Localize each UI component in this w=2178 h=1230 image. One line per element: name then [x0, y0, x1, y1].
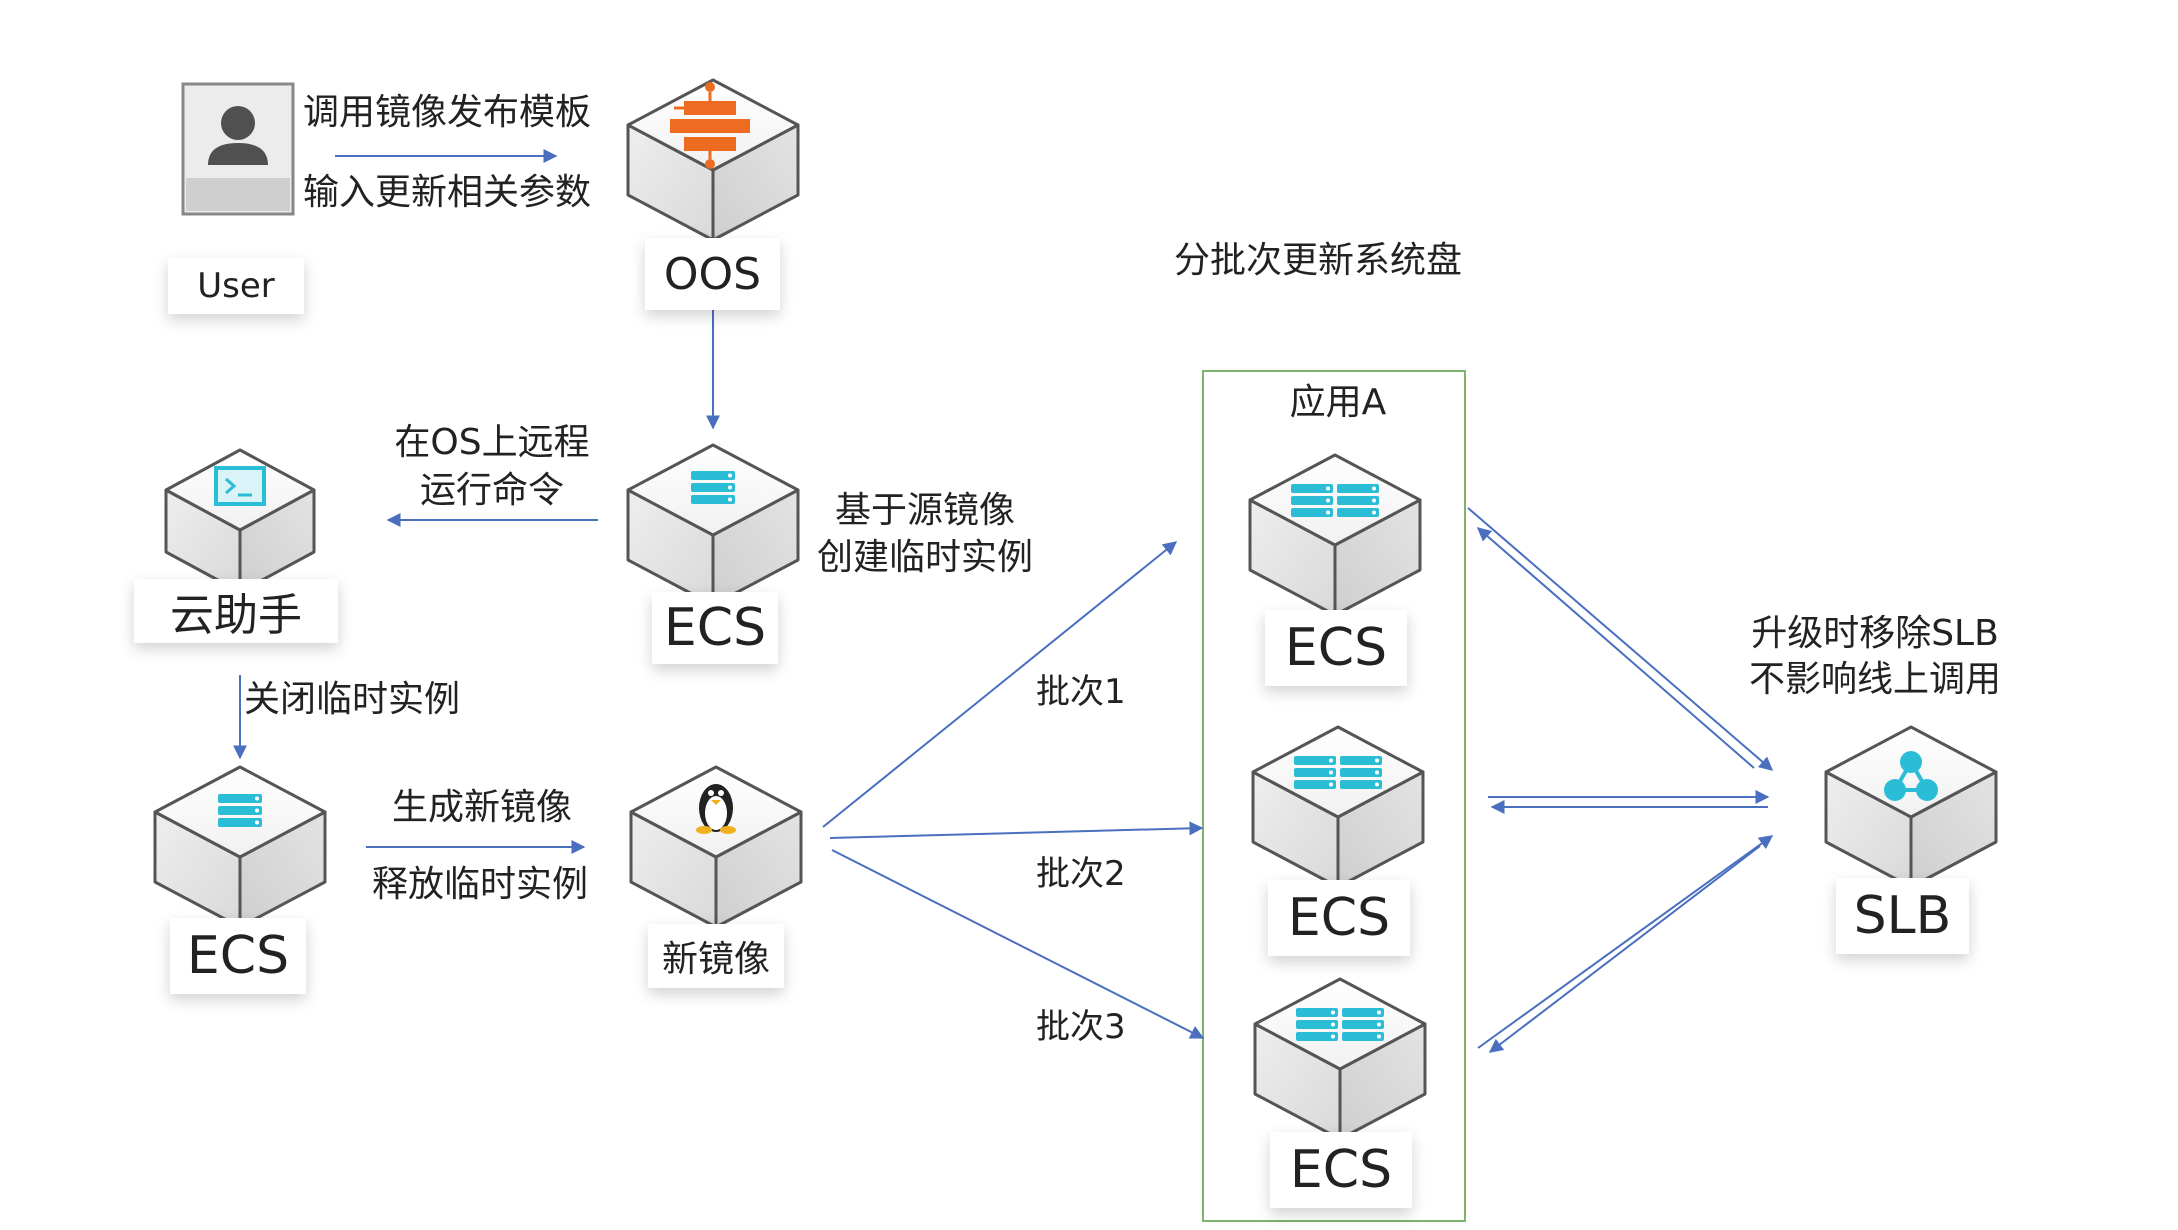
- ecs-temp-node-cube: [153, 765, 327, 929]
- app-ecs-1-node-cube: [1248, 453, 1422, 617]
- slb-note-line1: 升级时移除SLB: [1751, 613, 1999, 654]
- terminal-icon: [214, 466, 266, 506]
- app-ecs-3-node-cube: [1253, 977, 1427, 1141]
- ecs-source-node-cube: [626, 443, 800, 607]
- ecs-temp-arrow-label-bottom: 释放临时实例: [372, 864, 589, 905]
- server-icon: [218, 794, 262, 827]
- server-icon: [1294, 756, 1336, 789]
- ecs-source-note-line2: 创建临时实例: [816, 537, 1033, 578]
- arrow-batch1: [822, 541, 1178, 828]
- linux-penguin-icon: [696, 784, 736, 834]
- oos-label: OOS: [645, 238, 780, 310]
- app-ecs-2-label: ECS: [1268, 880, 1410, 956]
- app-group-box: [1202, 370, 1466, 1222]
- arrow-ecs1-to-slb: [1467, 507, 1774, 771]
- assistant-note-line1: 在OS上远程: [394, 422, 590, 463]
- arrow-batch3: [831, 849, 1205, 1039]
- ecs-temp-label: ECS: [170, 918, 306, 994]
- user-arrow-label-top: 调用镜像发布模板: [303, 92, 592, 133]
- server-icon: [1340, 756, 1382, 789]
- batch-1-label: 批次1: [1036, 672, 1126, 712]
- arrow-batch2: [829, 821, 1204, 839]
- user-label: User: [168, 258, 304, 314]
- ecs-source-note-line1: 基于源镜像: [834, 490, 1015, 531]
- server-icon: [1291, 484, 1333, 517]
- app-ecs-1-label: ECS: [1265, 610, 1407, 686]
- batch-update-title: 分批次更新系统盘: [1173, 240, 1462, 281]
- batch-2-label: 批次2: [1036, 854, 1126, 894]
- arrow-slb-to-ecs1: [1476, 527, 1755, 769]
- new-image-label: 新镜像: [648, 924, 784, 988]
- ecs-source-label: ECS: [652, 592, 778, 664]
- app-ecs-3-label: ECS: [1270, 1132, 1412, 1208]
- arrow-ecs3-to-slb: [1477, 835, 1774, 1049]
- slb-note-line2: 不影响线上调用: [1748, 659, 2001, 700]
- app-ecs-2-node-cube: [1251, 725, 1425, 889]
- close-temp-instance-note: 关闭临时实例: [244, 679, 461, 720]
- arrow-slb-to-ecs3: [1488, 845, 1761, 1053]
- assistant-label: 云助手: [134, 579, 338, 643]
- app-group-title: 应用A: [1289, 382, 1387, 423]
- slb-label: SLB: [1836, 878, 1969, 954]
- assistant-note-line2: 运行命令: [419, 470, 564, 511]
- server-icon: [691, 471, 735, 504]
- server-icon: [1296, 1008, 1338, 1041]
- server-icon: [1337, 484, 1379, 517]
- ecs-temp-arrow-label-top: 生成新镜像: [392, 787, 573, 828]
- user-avatar-icon: [181, 82, 295, 216]
- server-icon: [1342, 1008, 1384, 1041]
- user-arrow-label-bottom: 输入更新相关参数: [303, 172, 592, 213]
- oos-workflow-icon: [670, 82, 750, 169]
- slb-network-icon: [1884, 751, 1938, 801]
- batch-3-label: 批次3: [1036, 1007, 1126, 1047]
